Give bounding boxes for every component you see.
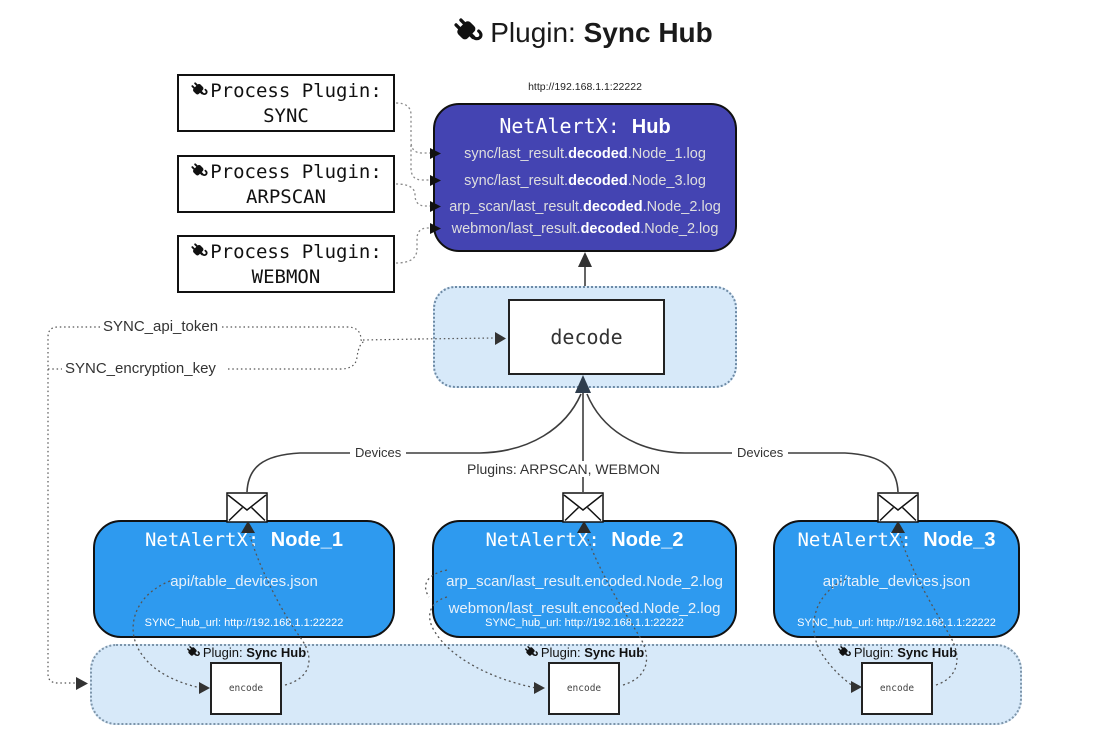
- process-plugin-name: ARPSCAN: [245, 186, 327, 208]
- encode-box: encode: [861, 662, 933, 715]
- node-box-node2: NetAlertX: Node_2 arp_scan/last_result.e…: [432, 520, 737, 638]
- hub-log-entry: arp_scan/last_result.decoded.Node_2.log: [449, 199, 721, 215]
- decode-box: decode: [508, 299, 665, 375]
- node-line: api/table_devices.json: [822, 573, 971, 590]
- node-title: NetAlertX: Node_3: [797, 529, 996, 551]
- edge-key-right: [228, 340, 366, 370]
- node-hub-url: SYNC_hub_url: http://192.168.1.1:22222: [144, 617, 344, 629]
- edge-settings-to-decode: [362, 338, 421, 341]
- api-token-label: SYNC_api_token: [100, 318, 222, 335]
- plug-icon: [190, 162, 209, 181]
- encode-box: encode: [548, 662, 620, 715]
- arrowhead: [76, 677, 88, 690]
- encoder-plugin-label: Plugin: Sync Hub: [146, 645, 346, 660]
- plug-icon: [190, 242, 209, 261]
- node-title: NetAlertX: Node_2: [485, 529, 684, 551]
- hub-log-entry: sync/last_result.decoded.Node_1.log: [464, 146, 706, 162]
- plug-icon: [837, 645, 852, 660]
- node-title: NetAlertX: Node_1: [144, 529, 344, 551]
- envelope-icon: [877, 492, 919, 523]
- process-plugin-label: Process Plugin:: [210, 80, 382, 102]
- edge-webmon-to-hub: [395, 227, 430, 264]
- process-plugin-name: WEBMON: [251, 266, 321, 288]
- hub-url-label: http://192.168.1.1:22222: [528, 81, 642, 93]
- edge-node3-to-decode: [586, 393, 899, 493]
- hub-log-entry: webmon/last_result.decoded.Node_2.log: [451, 221, 719, 237]
- envelope-icon: [226, 492, 268, 523]
- edge-node1-to-decode: [246, 393, 582, 493]
- envelope-icon: [562, 492, 604, 523]
- node-box-node3: NetAlertX: Node_3 api/table_devices.json…: [773, 520, 1020, 638]
- hub-title-prefix: NetAlertX:: [499, 114, 632, 138]
- encode-box: encode: [210, 662, 282, 715]
- hub-title: NetAlertX: Hub: [435, 114, 735, 139]
- edge-token-left: [47, 326, 100, 684]
- node-line: arp_scan/last_result.encoded.Node_2.log: [446, 573, 723, 590]
- edge-token-right: [222, 326, 364, 342]
- plug-icon: [190, 81, 209, 100]
- node-hub-url: SYNC_hub_url: http://192.168.1.1:22222: [797, 617, 996, 629]
- hub-log-entry: sync/last_result.decoded.Node_3.log: [464, 173, 706, 189]
- process-plugin-name: SYNC: [263, 105, 309, 127]
- encoder-plugin-label: Plugin: Sync Hub: [484, 645, 684, 660]
- hub-box: NetAlertX: Hub sync/last_result.decoded.…: [433, 103, 737, 252]
- devices-label-left: Devices: [350, 445, 407, 460]
- process-plugin-box-webmon: Process Plugin: WEBMON: [177, 235, 395, 293]
- process-plugin-box-sync: Process Plugin: SYNC: [177, 74, 395, 132]
- node-line: api/table_devices.json: [170, 573, 318, 590]
- edge-sync-to-hub-1: [395, 102, 430, 154]
- diagram-title: Plugin: Sync Hub: [24, 16, 1117, 49]
- plug-icon: [524, 645, 539, 660]
- encoder-plugin-label: Plugin: Sync Hub: [797, 645, 997, 660]
- process-plugin-label: Process Plugin:: [210, 241, 382, 263]
- node-hub-url: SYNC_hub_url: http://192.168.1.1:22222: [485, 617, 684, 629]
- plugins-label: Plugins: ARPSCAN, WEBMON: [462, 461, 665, 477]
- arrowhead: [578, 252, 592, 267]
- node-box-node1: NetAlertX: Node_1 api/table_devices.json…: [93, 520, 395, 638]
- title-label: Plugin:: [490, 17, 584, 48]
- node-line: webmon/last_result.encoded.Node_2.log: [448, 600, 721, 617]
- plug-icon: [186, 645, 201, 660]
- edge-arpscan-to-hub: [395, 183, 430, 207]
- hub-title-name: Hub: [631, 116, 671, 138]
- encryption-key-label: SYNC_encryption_key: [62, 360, 219, 377]
- process-plugin-box-arpscan: Process Plugin: ARPSCAN: [177, 155, 395, 213]
- edge-sync-to-hub-2: [410, 145, 430, 181]
- process-plugin-label: Process Plugin:: [210, 161, 382, 183]
- plug-icon: [452, 16, 485, 49]
- title-name: Sync Hub: [583, 17, 713, 48]
- devices-label-right: Devices: [732, 445, 789, 460]
